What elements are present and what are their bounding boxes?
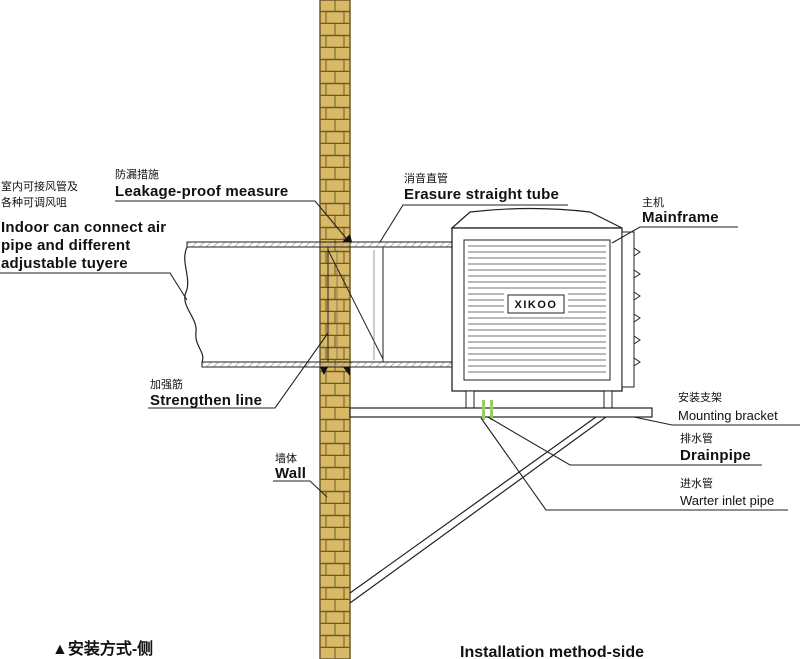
wall-cn: 墙体 [275, 451, 297, 465]
leakage-cn: 防漏措施 [115, 167, 159, 181]
indoor-cn-line1: 室内可接风管及 [1, 179, 78, 193]
hook-mark [633, 357, 641, 367]
caption-cn: ▲安装方式-侧 [52, 639, 153, 658]
mainframe-en: Mainframe [642, 209, 719, 226]
hook-mark [633, 247, 641, 257]
indoor-en-line2: pipe and different [1, 237, 130, 254]
hook-mark [633, 335, 641, 345]
wall [319, 0, 351, 659]
brand-logo: XIKOO [515, 299, 558, 311]
indoor-en-line3: adjustable tuyere [1, 255, 128, 272]
mounting-bracket [349, 407, 653, 604]
hook-mark [633, 291, 641, 301]
bracket-cn: 安装支架 [678, 390, 722, 404]
wall-en: Wall [275, 465, 306, 482]
inlet-en: Warter inlet pipe [680, 493, 774, 508]
leader-lines [0, 200, 800, 511]
leakage-en: Leakage-proof measure [115, 183, 288, 200]
hook-mark [633, 313, 641, 323]
erasure-tube [327, 247, 384, 362]
mainframe-cn: 主机 [642, 195, 664, 209]
bracket-en: Mounting bracket [678, 408, 778, 423]
erasure-cn: 消音直管 [404, 171, 448, 185]
side-hooks [633, 247, 641, 367]
caption-en: Installation method-side [460, 644, 644, 659]
drain-pipes [482, 400, 493, 420]
strengthen-en: Strengthen line [150, 392, 262, 409]
hook-mark [633, 269, 641, 279]
indoor-en-line1: Indoor can connect air [1, 219, 166, 236]
leakage-seal [320, 234, 352, 376]
indoor-cn-line2: 各种可调风咀 [1, 195, 67, 209]
erasure-en: Erasure straight tube [404, 186, 559, 203]
inlet-cn: 进水管 [680, 476, 713, 490]
drainpipe-en: Drainpipe [680, 447, 751, 464]
strengthen-cn: 加强筋 [150, 377, 183, 391]
louvre-grille [468, 245, 606, 373]
drainpipe-cn: 排水管 [680, 431, 713, 445]
mainframe-unit: XIKOO [450, 207, 641, 409]
